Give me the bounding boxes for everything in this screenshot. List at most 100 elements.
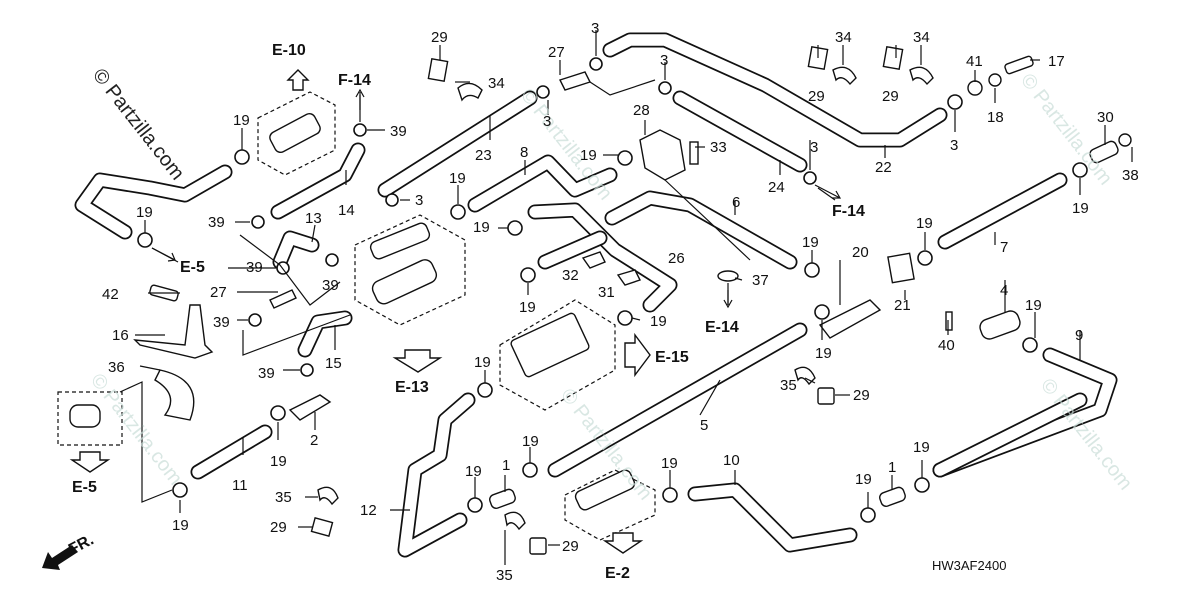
callout: 5 — [700, 417, 708, 434]
box-e2-valve — [564, 469, 656, 541]
callout: 7 — [1000, 239, 1008, 256]
hose-13 — [272, 230, 320, 270]
clamp — [617, 150, 633, 166]
callout: 18 — [987, 109, 1004, 126]
callout: 33 — [710, 139, 727, 156]
callout: 29 — [431, 29, 448, 46]
callout: 3 — [660, 52, 668, 69]
callout: 19 — [650, 313, 667, 330]
clamp — [325, 253, 339, 267]
clip-31 — [616, 269, 641, 286]
hose-14 — [270, 142, 366, 220]
flange-4 — [979, 310, 1021, 340]
holder-29-e — [529, 537, 547, 555]
clamp — [522, 462, 538, 478]
clamp — [248, 313, 262, 327]
callout: 39 — [246, 259, 263, 276]
callout: 8 — [520, 144, 528, 161]
callout: 27 — [548, 44, 565, 61]
callout: 11 — [232, 477, 248, 494]
clip-35-c — [504, 511, 526, 531]
callout: 16 — [112, 327, 129, 344]
clamp — [536, 85, 550, 99]
callout: 19 — [270, 453, 287, 470]
bolt-33 — [689, 141, 699, 165]
callout: 4 — [1000, 282, 1008, 299]
callout: 21 — [894, 297, 911, 314]
clamp — [917, 250, 933, 266]
clamp — [1072, 162, 1088, 178]
callout: 6 — [732, 194, 740, 211]
callout: 39 — [258, 365, 275, 382]
clamp — [137, 232, 153, 248]
solenoid-valve-lower — [371, 259, 438, 305]
callout: 27 — [210, 284, 227, 301]
washer-37 — [717, 270, 739, 282]
callout: 19 — [136, 204, 153, 221]
clip-34-b — [832, 66, 857, 86]
joint-30 — [1089, 140, 1119, 164]
clamps — [137, 57, 1088, 523]
clamp — [385, 193, 399, 207]
clamp — [353, 123, 367, 137]
hose-8 — [467, 154, 618, 213]
holder-29-a — [427, 57, 449, 83]
callout: 2 — [310, 432, 318, 449]
clamp — [814, 304, 830, 320]
ref-label: E-14 — [705, 319, 739, 336]
clamp — [914, 477, 930, 493]
clamp — [589, 57, 603, 71]
callout: 1 — [502, 457, 510, 474]
ref-label: E-10 — [272, 42, 306, 59]
clip-34-c — [909, 66, 934, 86]
arrow-up-icon — [286, 69, 310, 91]
hose-11 — [190, 424, 273, 480]
callout: 19 — [913, 439, 930, 456]
callout: 19 — [1025, 297, 1042, 314]
hose-24 — [672, 90, 808, 173]
clamp — [804, 262, 820, 278]
callout: 13 — [305, 210, 322, 227]
callout: 31 — [598, 284, 615, 301]
callout: 19 — [1072, 200, 1089, 217]
front-indicator: FR. — [42, 531, 97, 570]
callout: 35 — [275, 489, 292, 506]
callout: 29 — [853, 387, 870, 404]
hose-23 — [377, 90, 538, 198]
hose-mid — [537, 230, 608, 270]
callout: 32 — [562, 267, 579, 284]
joint-20 — [818, 299, 882, 339]
hose-22 — [602, 32, 948, 148]
hoses — [74, 32, 1118, 558]
ref-label: E-5 — [72, 479, 97, 496]
arrow-up-icon — [355, 88, 365, 110]
callout: 19 — [815, 345, 832, 362]
arrow-right-icon — [814, 184, 842, 199]
callout: 36 — [108, 359, 125, 376]
clamp — [803, 171, 817, 185]
arrow-right-icon — [624, 332, 651, 378]
callout: 15 — [325, 355, 342, 372]
callout: 39 — [213, 314, 230, 331]
box-e10-valve — [257, 91, 336, 176]
callout: 30 — [1097, 109, 1114, 126]
hose-9 — [932, 347, 1118, 478]
callout: 35 — [780, 377, 797, 394]
callout: 19 — [522, 433, 539, 450]
callout: 3 — [950, 137, 958, 154]
bolt-40 — [945, 311, 953, 331]
arrow-down-icon — [602, 532, 644, 554]
callout: 39 — [390, 123, 407, 140]
tee-27-top — [559, 71, 591, 91]
callout: 22 — [875, 159, 892, 176]
callout: 29 — [270, 519, 287, 536]
part-code: HW3AF2400 — [932, 558, 1006, 573]
holder-29-d — [817, 387, 835, 405]
callout: 19 — [802, 234, 819, 251]
solenoid-valve-e2 — [574, 469, 636, 511]
arrow-right-icon — [151, 247, 176, 262]
tee-2 — [288, 394, 332, 421]
bracket-16 — [133, 304, 214, 359]
callout: 17 — [1048, 53, 1065, 70]
